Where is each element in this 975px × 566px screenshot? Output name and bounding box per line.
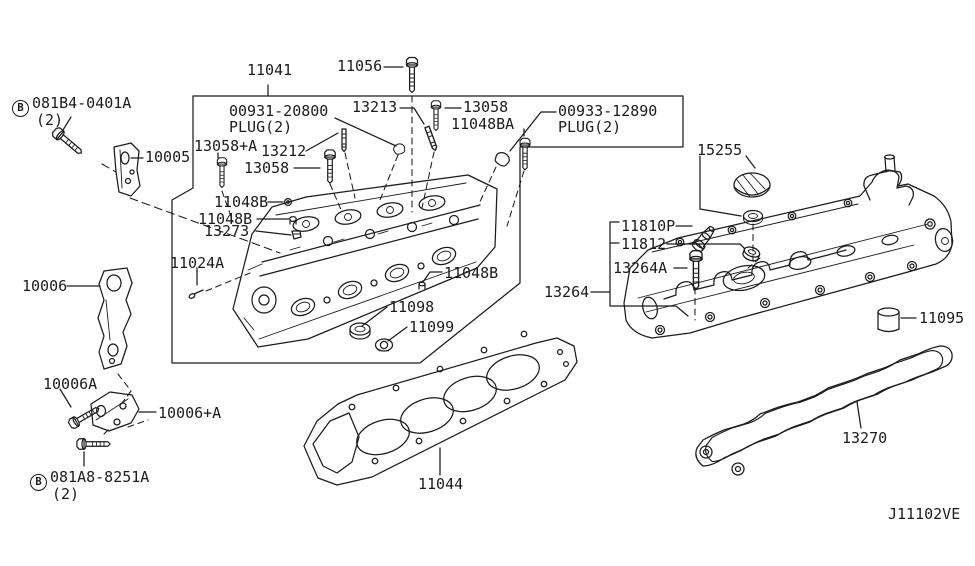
part-label-10006a: 10006A xyxy=(43,375,98,393)
part-label-10005: 10005 xyxy=(145,148,191,166)
part-label-11056: 11056 xyxy=(337,57,383,75)
bolt-11048ba-drawing xyxy=(519,137,531,171)
part-label-13273: 13273 xyxy=(204,222,250,240)
guide-13273-drawing xyxy=(291,230,302,240)
part-number: 081B4-0401A xyxy=(32,94,132,112)
bracket-10006-drawing xyxy=(97,267,133,370)
part-label-13058-top: 13058 xyxy=(463,98,509,116)
stud-13212-drawing xyxy=(341,128,347,153)
leader-lines xyxy=(59,66,917,476)
part-label-00933-12890: 00933-12890 xyxy=(558,102,658,120)
bolt-13058-plus-a-drawing xyxy=(216,157,228,189)
part-label-13270: 13270 xyxy=(842,429,888,447)
pcv-valve-drawing xyxy=(691,225,715,252)
prefix-b-icon: B xyxy=(12,99,29,117)
part-label-15255: 15255 xyxy=(697,141,743,159)
part-label-11048b-upper: 11048B xyxy=(214,193,269,211)
part-label-13213: 13213 xyxy=(352,98,398,116)
plug-00931-drawing xyxy=(392,142,407,156)
grommet-11812-drawing xyxy=(742,246,761,262)
part-number: 081A8-8251A xyxy=(50,468,150,486)
part-label-11810p: 11810P xyxy=(621,217,676,235)
prefix-b-icon: B xyxy=(30,473,47,491)
rocker-cover-gasket-drawing xyxy=(695,345,953,476)
part-label-13212: 13212 xyxy=(261,142,307,160)
part-label-13264: 13264 xyxy=(544,283,590,301)
part-note-00931-plug: PLUG(2) xyxy=(229,118,293,136)
part-label-11099: 11099 xyxy=(409,318,455,336)
part-label-11048ba: 11048BA xyxy=(451,115,515,133)
part-label-10006-plus-a: 10006+A xyxy=(158,404,222,422)
part-label-00931-20800: 00931-20800 xyxy=(229,102,329,120)
bolt-11056-drawing xyxy=(405,56,419,94)
valve-cover-drawing xyxy=(623,154,954,339)
part-label-11098: 11098 xyxy=(389,298,435,316)
pin-11024a-drawing xyxy=(188,289,204,299)
bracket-10005-drawing xyxy=(113,142,141,197)
part-label-11812: 11812 xyxy=(621,235,667,253)
diagram-code: J11102VE xyxy=(888,505,961,523)
part-label-11041: 11041 xyxy=(247,61,293,79)
plug-00933-drawing xyxy=(492,149,513,169)
part-label-11048b-mid: 11048B xyxy=(198,210,253,228)
part-label-11024a: 11024A xyxy=(170,254,225,272)
spacer-11095-drawing xyxy=(877,307,900,333)
cylinder-head-drawing xyxy=(232,174,498,348)
part-label-10006: 10006 xyxy=(22,277,68,295)
head-gasket-drawing xyxy=(303,330,578,486)
bracket-10006-plus-a-drawing xyxy=(90,391,140,432)
bolt-13058-left-drawing xyxy=(324,149,336,184)
bolt-081b4-drawing xyxy=(50,125,86,158)
part-label-13058-left: 13058 xyxy=(244,159,290,177)
part-qty-081b4: (2) xyxy=(36,111,64,129)
part-label-13264a: 13264A xyxy=(613,259,668,277)
seal-11098-drawing xyxy=(349,322,371,340)
part-label-13058-plus-a: 13058+A xyxy=(194,137,258,155)
part-label-11095: 11095 xyxy=(919,309,965,327)
part-note-00933-plug: PLUG(2) xyxy=(558,118,622,136)
seal-11099-drawing xyxy=(374,338,394,352)
bolt-081a8-drawing xyxy=(76,438,111,450)
bolt-13058-top-drawing xyxy=(430,100,442,132)
ball-11048b-mid-drawing xyxy=(289,215,297,225)
oil-filler-cap-drawing xyxy=(733,172,771,225)
part-label-11044: 11044 xyxy=(418,475,464,493)
part-qty-081a8: (2) xyxy=(52,485,80,503)
assembly-bracket-box xyxy=(171,95,684,364)
part-11048b-lower-drawing xyxy=(418,281,426,290)
part-label-11048b-lower: 11048B xyxy=(444,264,499,282)
